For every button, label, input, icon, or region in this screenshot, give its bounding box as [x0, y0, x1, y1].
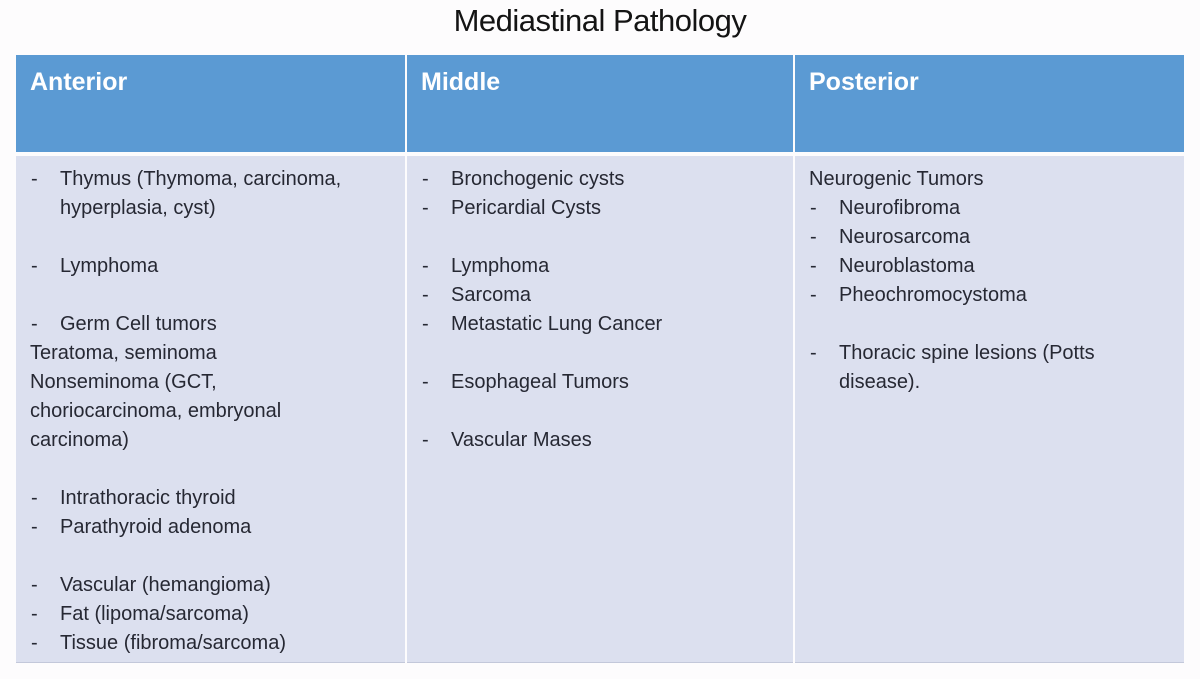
bullet-dash: - [31, 255, 38, 277]
list-item-text: Esophageal Tumors [451, 371, 629, 393]
list-item-text: Neurogenic Tumors [809, 168, 984, 190]
column-body-middle: -Bronchogenic cysts-Pericardial Cysts-Ly… [407, 156, 793, 663]
list-item-text: choriocarcinoma, embryonal [30, 400, 282, 422]
list-item: -Intrathoracic thyroid [16, 484, 391, 513]
list-item-text: Teratoma, seminoma [30, 342, 217, 364]
bullet-dash: - [810, 255, 817, 277]
list-item: Teratoma, seminoma [16, 339, 391, 368]
list-item: -Parathyroid adenoma [16, 513, 391, 542]
blank-line [16, 223, 391, 252]
list-item-text: Lymphoma [451, 255, 550, 277]
column-header-posterior: Posterior [795, 55, 1184, 152]
list-item: Neurogenic Tumors [795, 165, 1170, 194]
list-item: -Fat (lipoma/sarcoma) [16, 600, 391, 629]
list-item: -Esophageal Tumors [407, 368, 779, 397]
bullet-dash: - [810, 342, 817, 364]
bullet-dash: - [422, 197, 429, 219]
bullet-dash: - [422, 371, 429, 393]
list-item-text: Parathyroid adenoma [60, 516, 252, 538]
column-header-anterior: Anterior [16, 55, 405, 152]
bullet-dash: - [31, 168, 38, 190]
list-item: -Sarcoma [407, 281, 779, 310]
page-title: Mediastinal Pathology [453, 3, 747, 38]
list-item-text: Bronchogenic cysts [451, 168, 625, 190]
list-item-text: Thoracic spine lesions (Potts disease). [839, 342, 1095, 393]
bullet-dash: - [422, 168, 429, 190]
list-item: -Pheochromocystoma [795, 281, 1170, 310]
blank-line [407, 397, 779, 426]
list-item: -Metastatic Lung Cancer [407, 310, 779, 339]
list-item: -Vascular Mases [407, 426, 779, 455]
list-item: choriocarcinoma, embryonal [16, 397, 391, 426]
table-body-row: -Thymus (Thymoma, carcinoma, hyperplasia… [16, 156, 1184, 663]
list-item: -Thymus (Thymoma, carcinoma, hyperplasia… [16, 165, 391, 223]
blank-line [407, 339, 779, 368]
list-item: -Vascular (hemangioma) [16, 571, 391, 600]
list-item-text: Thymus (Thymoma, carcinoma, hyperplasia,… [60, 168, 342, 219]
list-item: -Neurosarcoma [795, 223, 1170, 252]
list-item: -Neurofibroma [795, 194, 1170, 223]
list-item-text: Neurofibroma [839, 197, 961, 219]
blank-line [407, 223, 779, 252]
list-item: Nonseminoma (GCT, [16, 368, 391, 397]
list-item: -Lymphoma [407, 252, 779, 281]
column-body-posterior: Neurogenic Tumors-Neurofibroma-Neurosarc… [795, 156, 1184, 663]
list-item-text: Pheochromocystoma [839, 284, 1027, 306]
list-item-text: Neurosarcoma [839, 226, 971, 248]
bullet-dash: - [31, 632, 38, 654]
bullet-dash: - [810, 197, 817, 219]
bullet-dash: - [31, 516, 38, 538]
list-item-text: Intrathoracic thyroid [60, 487, 236, 509]
column-header-middle: Middle [407, 55, 793, 152]
list-item: carcinoma) [16, 426, 391, 455]
list-item-text: Neuroblastoma [839, 255, 975, 277]
bullet-dash: - [422, 313, 429, 335]
list-item: -Bronchogenic cysts [407, 165, 779, 194]
list-item-text: Fat (lipoma/sarcoma) [60, 603, 249, 625]
list-item-text: Metastatic Lung Cancer [451, 313, 663, 335]
bullet-dash: - [31, 313, 38, 335]
list-item: -Neuroblastoma [795, 252, 1170, 281]
bullet-dash: - [31, 487, 38, 509]
bullet-dash: - [810, 226, 817, 248]
list-item-text: Tissue (fibroma/sarcoma) [60, 632, 286, 654]
list-item: -Tissue (fibroma/sarcoma) [16, 629, 391, 658]
list-item-text: Pericardial Cysts [451, 197, 602, 219]
bullet-dash: - [810, 284, 817, 306]
list-item-text: carcinoma) [30, 429, 129, 451]
list-item: -Germ Cell tumors [16, 310, 391, 339]
bullet-dash: - [422, 255, 429, 277]
bullet-dash: - [422, 429, 429, 451]
list-item: -Pericardial Cysts [407, 194, 779, 223]
bullet-dash: - [31, 574, 38, 596]
list-item-text: Nonseminoma (GCT, [30, 371, 217, 393]
list-item-text: Germ Cell tumors [60, 313, 217, 335]
bullet-dash: - [422, 284, 429, 306]
list-item-text: Lymphoma [60, 255, 159, 277]
list-item: -Lymphoma [16, 252, 391, 281]
blank-line [16, 455, 391, 484]
column-body-anterior: -Thymus (Thymoma, carcinoma, hyperplasia… [16, 156, 405, 663]
list-item: -Thoracic spine lesions (Potts disease). [795, 339, 1170, 397]
bullet-dash: - [31, 603, 38, 625]
blank-line [795, 310, 1170, 339]
list-item-text: Vascular (hemangioma) [60, 574, 271, 596]
blank-line [16, 281, 391, 310]
list-item-text: Sarcoma [451, 284, 532, 306]
blank-line [16, 542, 391, 571]
list-item-text: Vascular Mases [451, 429, 592, 451]
